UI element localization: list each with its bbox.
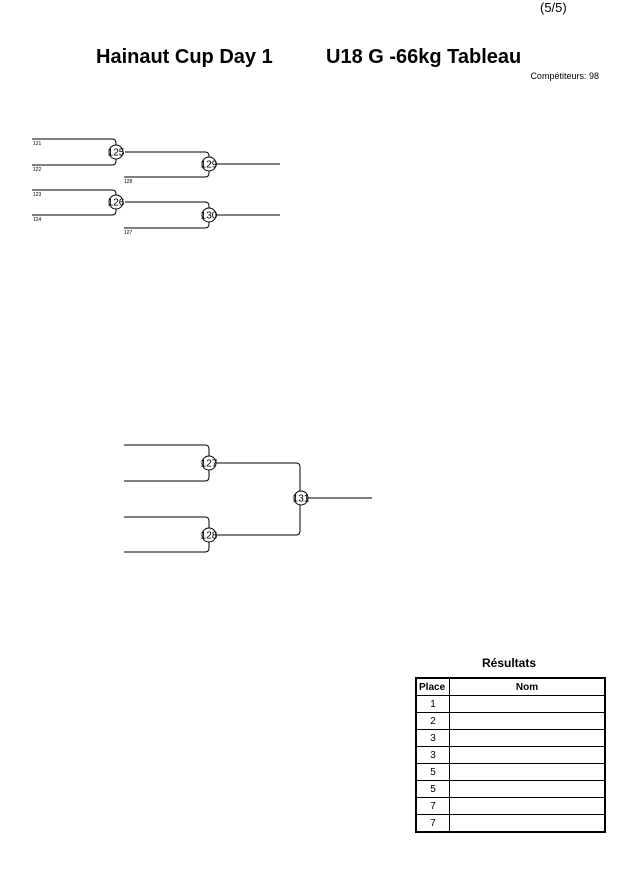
table-row: 3 xyxy=(415,729,606,747)
name-cell xyxy=(449,763,606,781)
bracket-line xyxy=(124,470,210,482)
bracket-line xyxy=(32,157,117,166)
match-number: 127 xyxy=(201,459,218,470)
match-number: 129 xyxy=(201,160,218,171)
bracket-line xyxy=(124,171,210,178)
page-number: (5/5) xyxy=(540,0,567,15)
place-cell: 7 xyxy=(415,814,450,833)
bracket-line xyxy=(216,462,301,491)
name-cell xyxy=(449,695,606,713)
bracket-line xyxy=(124,444,210,456)
table-row: 2 xyxy=(415,712,606,730)
bracket-line xyxy=(124,222,210,229)
match-130: 130 127 xyxy=(124,207,280,236)
table-row: 1 xyxy=(415,695,606,713)
table-row: 3 xyxy=(415,746,606,764)
results-header-row: Place Nom xyxy=(415,677,606,696)
name-cell xyxy=(449,780,606,798)
bracket-line xyxy=(124,542,210,553)
bracket-line xyxy=(125,201,210,208)
source-label: 128 xyxy=(124,179,133,185)
place-cell: 1 xyxy=(415,695,450,713)
source-label: 121 xyxy=(33,141,42,147)
results-title: Résultats xyxy=(482,656,537,670)
match-circle xyxy=(201,207,217,223)
match-129: 129 128 xyxy=(124,156,280,185)
place-cell: 3 xyxy=(415,746,450,764)
match-circle xyxy=(201,527,217,543)
match-125: 125 121 122 xyxy=(32,138,210,173)
match-circle xyxy=(108,194,124,210)
event-title: Hainaut Cup Day 1 xyxy=(96,46,273,68)
bracket-line xyxy=(32,138,117,147)
name-cell xyxy=(449,814,606,833)
place-cell: 2 xyxy=(415,712,450,730)
source-label: 122 xyxy=(33,167,42,173)
match-number: 131 xyxy=(293,494,310,505)
name-header: Nom xyxy=(449,677,606,696)
place-cell: 3 xyxy=(415,729,450,747)
match-number: 130 xyxy=(201,211,218,222)
bracket-line xyxy=(125,151,210,158)
table-row: 7 xyxy=(415,814,606,833)
bracket-line xyxy=(216,505,301,536)
source-label: 127 xyxy=(124,230,133,236)
name-cell xyxy=(449,729,606,747)
name-cell xyxy=(449,712,606,730)
match-circle xyxy=(293,490,309,506)
category-title: U18 G -66kg Tableau xyxy=(326,46,522,68)
match-128: 128 xyxy=(124,505,301,553)
table-row: 7 xyxy=(415,797,606,815)
match-circle xyxy=(108,144,124,160)
bracket-line xyxy=(32,189,117,196)
match-number: 128 xyxy=(201,531,218,542)
competitors-count: 98 xyxy=(588,71,599,81)
source-label: 123 xyxy=(33,192,42,198)
match-127: 127 xyxy=(124,444,301,491)
match-126: 126 123 124 xyxy=(32,189,210,223)
match-circle xyxy=(201,455,217,471)
competitors-count-label: Compétiteurs: 98 xyxy=(530,71,599,81)
table-row: 5 xyxy=(415,763,606,781)
place-cell: 5 xyxy=(415,780,450,798)
name-cell xyxy=(449,746,606,764)
match-131: 131 xyxy=(293,490,372,506)
place-cell: 5 xyxy=(415,763,450,781)
name-cell xyxy=(449,797,606,815)
source-label: 124 xyxy=(33,217,42,223)
match-number: 125 xyxy=(108,148,125,159)
bracket-line xyxy=(32,209,117,216)
competitors-label: Compétiteurs: xyxy=(530,71,587,81)
bracket-line xyxy=(124,516,210,528)
match-number: 126 xyxy=(108,198,125,209)
match-circle xyxy=(201,156,217,172)
place-cell: 7 xyxy=(415,797,450,815)
place-header: Place xyxy=(415,677,450,696)
table-row: 5 xyxy=(415,780,606,798)
